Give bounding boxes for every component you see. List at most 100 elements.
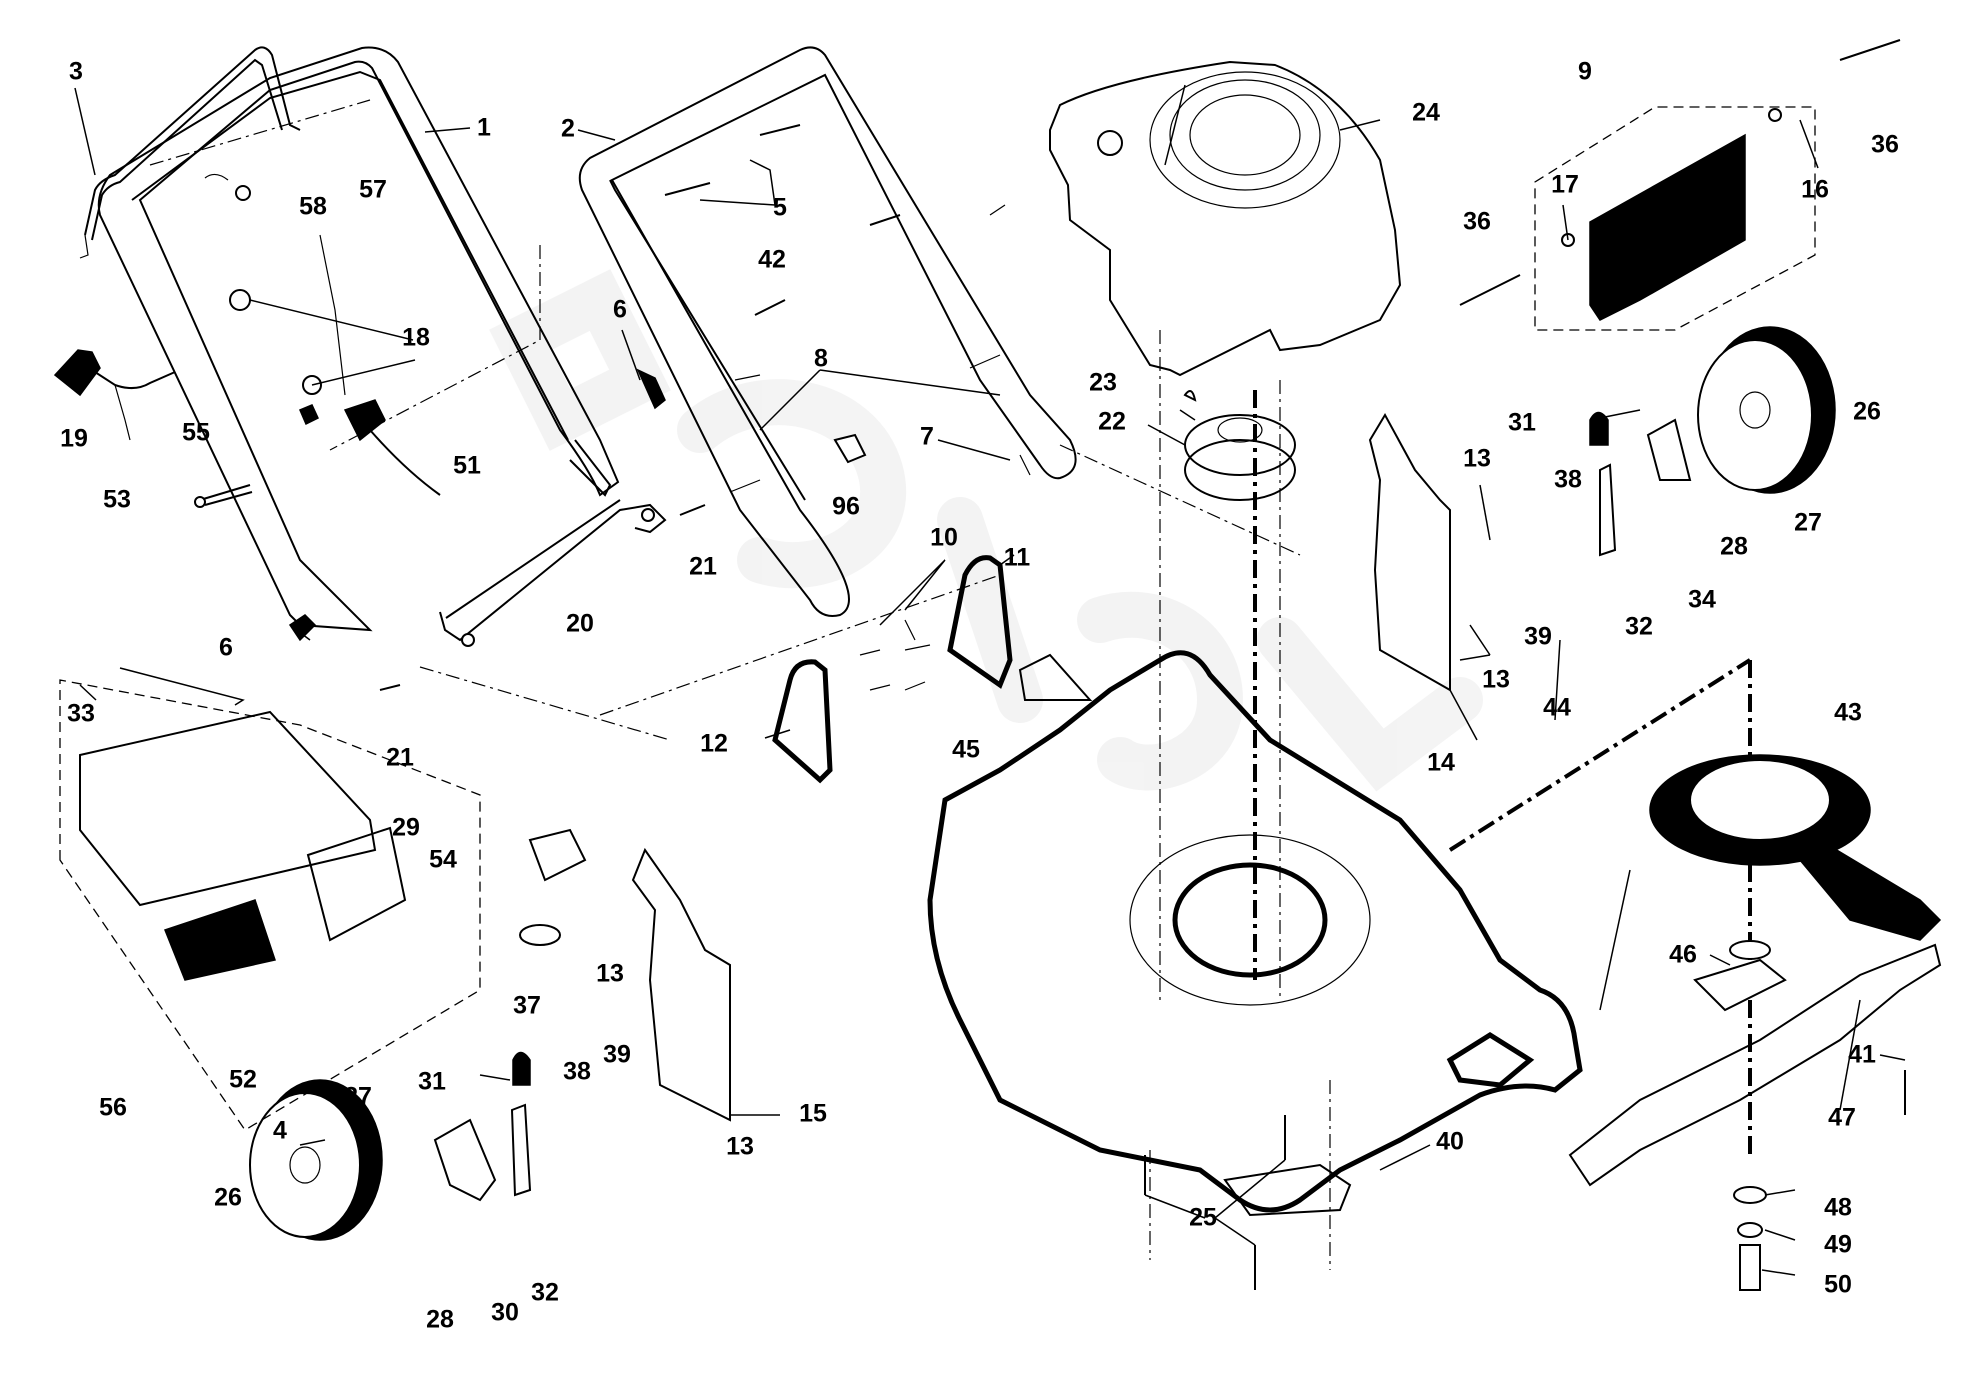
callout-55: 55 (182, 418, 210, 447)
watermark (489, 269, 1483, 792)
part-2-lower-handle (578, 46, 1077, 617)
part-29-cover (79, 710, 377, 907)
callout-45: 45 (952, 735, 980, 764)
callout-13-left-upper: 13 (596, 959, 624, 988)
callout-32-left: 32 (531, 1278, 559, 1307)
callout-52: 52 (229, 1065, 257, 1094)
callout-22: 22 (1098, 407, 1126, 436)
part-22-pulley (1184, 414, 1296, 501)
callout-57: 57 (359, 175, 387, 204)
part-51-cable-spring (319, 234, 441, 496)
callout-28-left: 28 (426, 1305, 454, 1334)
part-49-washer (1737, 1222, 1763, 1238)
callout-43: 43 (1834, 698, 1862, 727)
callout-29: 29 (392, 813, 420, 842)
callout-50: 50 (1824, 1270, 1852, 1299)
callout-51: 51 (453, 451, 481, 480)
part-44-deck (927, 650, 1583, 1213)
callout-27-right: 27 (1794, 508, 1822, 537)
callout-39-left: 39 (603, 1040, 631, 1069)
callout-7: 7 (920, 422, 934, 451)
callout-3: 3 (69, 57, 83, 86)
part-3-operator-bail (79, 46, 301, 259)
callout-54: 54 (429, 845, 457, 874)
part-40-baffle (1223, 1163, 1352, 1217)
callout-8: 8 (814, 344, 828, 373)
callout-25: 25 (1189, 1203, 1217, 1232)
callout-31-left: 31 (418, 1067, 446, 1096)
callout-46: 46 (1669, 940, 1697, 969)
callout-10: 10 (930, 523, 958, 552)
callout-37: 37 (513, 991, 541, 1020)
callout-47: 47 (1828, 1103, 1856, 1132)
part-25-bolts (1144, 1115, 1286, 1290)
callout-2: 2 (561, 114, 575, 143)
callout-26-right: 26 (1853, 397, 1881, 426)
part-37-charger (519, 828, 587, 946)
callout-13-left-lower: 13 (726, 1132, 754, 1161)
callout-28-right: 28 (1720, 532, 1748, 561)
callout-42: 42 (758, 245, 786, 274)
part-31-cap-right (1589, 411, 1609, 446)
callout-6-upper: 6 (613, 295, 627, 324)
callout-15: 15 (799, 1099, 827, 1128)
part-47-blade (1568, 943, 1942, 1187)
callout-11: 11 (1003, 543, 1031, 572)
callout-34: 34 (1688, 585, 1716, 614)
callout-48: 48 (1824, 1193, 1852, 1222)
part-23-key (1183, 390, 1197, 402)
callout-33: 33 (67, 699, 95, 728)
part-54-tray (306, 826, 407, 942)
callout-38-left: 38 (563, 1057, 591, 1086)
callout-30: 30 (491, 1298, 519, 1327)
part-50-bolt (1739, 1244, 1761, 1291)
part-43-drive-housing (1649, 754, 1942, 941)
callout-4: 4 (273, 1116, 287, 1145)
part-14-bracket (1368, 412, 1451, 692)
callout-41: 41 (1848, 1040, 1876, 1069)
part-52-battery (164, 899, 276, 981)
callout-40: 40 (1436, 1127, 1464, 1156)
callout-23: 23 (1089, 368, 1117, 397)
part-56-battery-kit (59, 679, 481, 1131)
fasteners (194, 124, 1031, 691)
part-27-wheel-left (249, 1079, 383, 1241)
callout-9: 9 (1578, 57, 1592, 86)
callout-21-lower: 21 (386, 743, 414, 772)
callout-18-upper: 18 (402, 323, 430, 352)
callout-58: 58 (299, 192, 327, 221)
callout-96: 96 (832, 492, 860, 521)
callout-26-left: 26 (214, 1183, 242, 1212)
callout-17: 17 (1551, 170, 1579, 199)
callout-16: 16 (1801, 175, 1829, 204)
callout-39-right: 39 (1524, 622, 1552, 651)
part-19-knob (53, 349, 176, 441)
callout-13-right-lower: 13 (1482, 665, 1510, 694)
callout-24: 24 (1412, 98, 1440, 127)
callout-36-right: 36 (1871, 130, 1899, 159)
callout-1: 1 (477, 113, 491, 142)
callout-31-right: 31 (1508, 408, 1536, 437)
callout-49: 49 (1824, 1230, 1852, 1259)
callout-53: 53 (103, 485, 131, 514)
callout-36-left: 36 (1463, 207, 1491, 236)
callout-44: 44 (1543, 693, 1571, 722)
callout-5: 5 (773, 193, 787, 222)
part-45-plate (1018, 653, 1093, 701)
callout-32-right: 32 (1625, 612, 1653, 641)
part-15-bracket (631, 847, 731, 1122)
callout-12: 12 (700, 729, 728, 758)
part-9-discharge-door (1459, 39, 1901, 331)
callout-21-upper: 21 (689, 552, 717, 581)
callout-38-right: 38 (1554, 465, 1582, 494)
part-20-rod (439, 499, 667, 647)
parts-30-32-34-brackets (433, 418, 1692, 1202)
callout-56: 56 (99, 1093, 127, 1122)
callout-27-left: 27 (344, 1082, 372, 1111)
part-24-engine (1049, 60, 1402, 377)
assembly-guides (149, 99, 1752, 1270)
callout-20: 20 (566, 609, 594, 638)
part-1-upper-handle (97, 46, 620, 632)
